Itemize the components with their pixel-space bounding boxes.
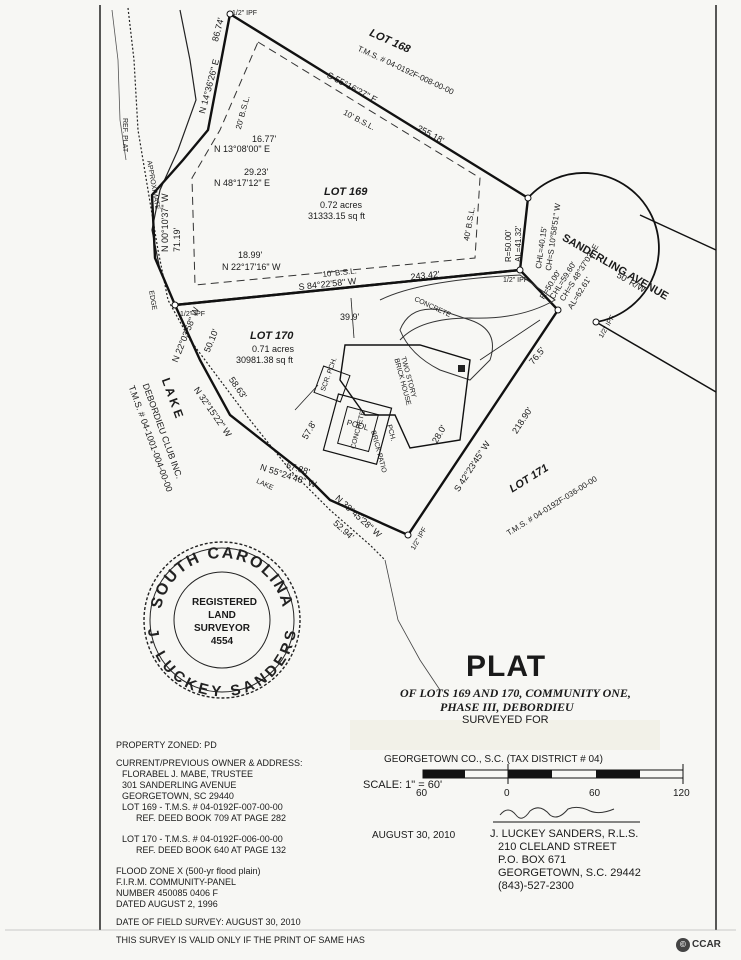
plat-subtitle-2: PHASE III, DEBORDIEU	[440, 700, 574, 714]
seal-surveyor: SURVEYOR	[194, 623, 250, 634]
ccar-logo-icon: ©	[676, 938, 690, 952]
scale-tick-120: 120	[673, 788, 690, 799]
lot-169-acres: 0.72 acres	[320, 200, 363, 210]
seal-number: 4554	[210, 636, 234, 647]
distance-b3: 71.19'	[172, 227, 182, 252]
firm-panel: F.I.R.M. COMMUNITY-PANEL	[116, 877, 237, 887]
notes-block: PROPERTY ZONED: PD CURRENT/PREVIOUS OWNE…	[116, 740, 365, 946]
bearing-b6: N 13°08'00" E	[214, 144, 271, 154]
lot-170-sqft: 30981.38 sq ft	[236, 355, 294, 365]
plat-date: AUGUST 30, 2010	[372, 830, 456, 841]
screen-porch	[313, 365, 351, 403]
property-zoned: PROPERTY ZONED: PD	[116, 740, 217, 750]
ref-plat-label: REF. PLAT	[121, 118, 128, 153]
dimension-d1: 39.9'	[340, 312, 360, 322]
cul-de-sac-curve	[527, 172, 660, 323]
plat-title: PLAT	[466, 650, 547, 683]
flood-zone: FLOOD ZONE X (500-yr flood plain)	[116, 866, 261, 876]
pool-deck	[322, 393, 393, 465]
seal-ring	[149, 547, 295, 693]
validity-note: THIS SURVEY IS VALID ONLY IF THE PRINT O…	[116, 935, 365, 945]
lot-170-boundary	[173, 268, 560, 537]
lot-169-setback	[191, 41, 481, 286]
scale-tick-60-left: 60	[416, 788, 428, 799]
lot-169-tms-note: LOT 169 - T.M.S. # 04-0192F-007-00-00	[122, 802, 283, 812]
lot-170-tms-note: LOT 170 - T.M.S. # 04-0192F-006-00-00	[122, 834, 283, 844]
seal-registered: REGISTERED	[192, 597, 258, 608]
lot-170-acres: 0.71 acres	[252, 344, 295, 354]
arc1-length: AL=41.32'	[514, 225, 523, 262]
owner-city: GEORGETOWN, SC 29440	[122, 791, 234, 801]
house-outline	[339, 344, 471, 449]
surveyor-city: GEORGETOWN, S.C. 29442	[498, 867, 641, 879]
seal-land: LAND	[208, 610, 236, 621]
surveyor-phone: (843)-527-2300	[498, 880, 574, 892]
surveyor-street: 210 CLELAND STREET	[498, 841, 617, 853]
surveyor-name: J. LUCKEY SANDERS, R.L.S.	[490, 828, 639, 840]
pool-outline	[337, 405, 379, 453]
owner-address: 301 SANDERLING AVENUE	[122, 780, 237, 790]
surveyed-for: SURVEYED FOR	[462, 714, 549, 726]
lot-169-sqft: 31333.15 sq ft	[308, 211, 366, 221]
arc1-radius: R=50.00'	[504, 230, 513, 262]
surveyor-pobox: P.O. BOX 671	[498, 854, 567, 866]
firm-date: DATED AUGUST 2, 1996	[116, 899, 218, 909]
seal-center: REGISTERED LAND SURVEYOR 4554	[192, 596, 258, 648]
lot-169-boundary	[150, 12, 530, 307]
firm-number: NUMBER 450085 0406 F	[116, 888, 219, 898]
approx-edge-line	[151, 9, 197, 306]
ipf-label-top: 1/2" IPF	[232, 10, 258, 17]
lot-170-label: LOT 170	[250, 330, 294, 342]
owner-heading: CURRENT/PREVIOUS OWNER & ADDRESS:	[116, 758, 303, 768]
scale-tick-0: 0	[504, 788, 510, 799]
scale-label: SCALE: 1" = 60'	[363, 779, 443, 791]
seal-outer	[143, 541, 301, 699]
county-line: GEORGETOWN CO., S.C. (TAX DISTRICT # 04)	[384, 754, 603, 765]
bearing-b7: N 48°17'12" E	[214, 178, 271, 188]
seal-inner	[173, 571, 271, 669]
owner-name: FLORABEL J. MABE, TRUSTEE	[122, 769, 254, 779]
distance-b6: 16.77'	[252, 134, 277, 144]
surveyor-block: J. LUCKEY SANDERS, R.L.S. 210 CLELAND ST…	[490, 828, 641, 893]
lot-169-label: LOT 169	[324, 186, 368, 198]
ipf-label-left: 1/2" IPF	[180, 311, 206, 318]
distance-b7: 29.23'	[244, 167, 269, 177]
lot-169-deed-ref: REF. DEED BOOK 709 AT PAGE 282	[136, 813, 287, 823]
ccar-watermark: ©CCAR	[676, 938, 721, 952]
field-survey-date: DATE OF FIELD SURVEY: AUGUST 30, 2010	[116, 917, 301, 927]
distance-b5: 18.99'	[238, 250, 263, 260]
bearing-b5: N 22°17'16" W	[222, 262, 281, 272]
driveway-outline	[399, 308, 493, 381]
plat-subtitle-1: OF LOTS 169 AND 170, COMMUNITY ONE,	[400, 686, 631, 700]
ref-plat-line	[111, 9, 127, 161]
ccar-text: CCAR	[692, 939, 721, 950]
bearing-b3: N 00°10'37" W	[160, 193, 170, 252]
scale-tick-60-right: 60	[589, 788, 601, 799]
lot-170-deed-ref: REF. DEED BOOK 640 AT PAGE 132	[136, 845, 287, 855]
ipf-label-right: 1/2" IPF	[503, 277, 529, 284]
